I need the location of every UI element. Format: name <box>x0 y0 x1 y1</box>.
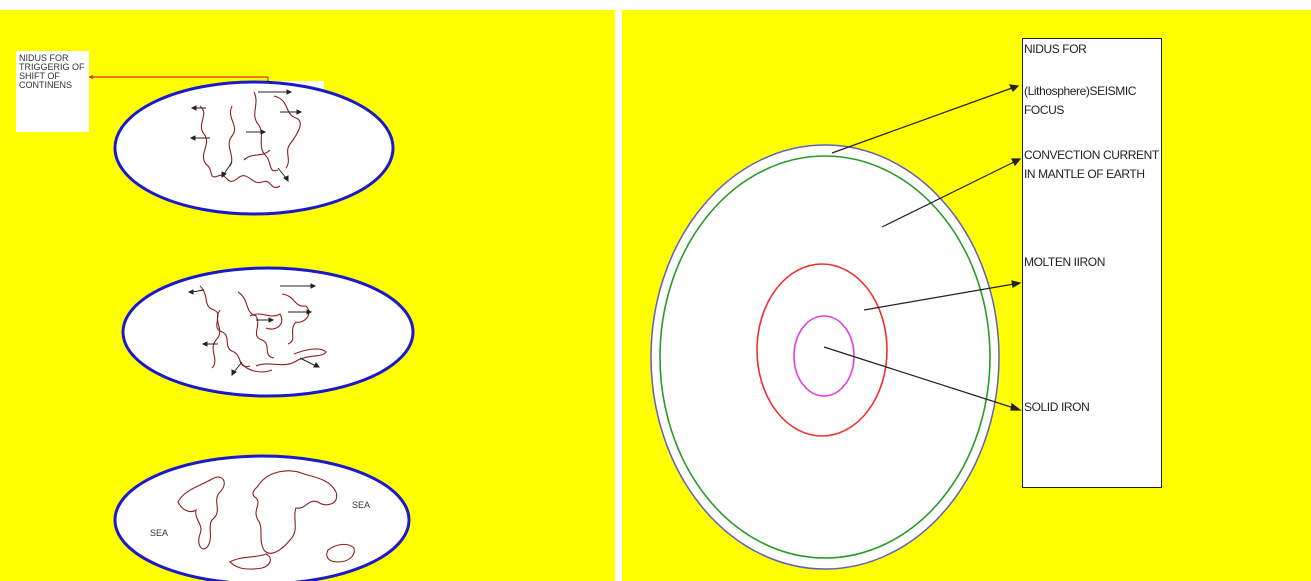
label-seismic-focus: (Lithosphere)SEISMIC FOCUS <box>1024 82 1154 120</box>
sea-label-east: SEA <box>352 500 370 510</box>
globe-present-continents <box>115 456 409 581</box>
globe-pangaea <box>115 82 393 214</box>
earth-structure-panel: NIDUS FOR (Lithosphere)SEISMIC FOCUS CON… <box>622 10 1311 581</box>
label-solid-iron: SOLID IRON <box>1024 398 1089 417</box>
label-nidus: NIDUS FOR <box>1024 40 1086 59</box>
leader-seismic <box>832 88 1012 153</box>
continental-drift-diagram <box>0 10 615 581</box>
earth-crust <box>651 145 999 569</box>
nidus-caption: NIDUS FOR TRIGGERIG OF SHIFT OF CONTINEN… <box>16 51 89 132</box>
label-convection-current: CONVECTION CURRENT IN MANTLE OF EARTH <box>1024 146 1160 184</box>
globe-breakup <box>123 268 413 396</box>
label-molten-iron: MOLTEN IIRON <box>1024 253 1105 272</box>
nidus-caption-text: NIDUS FOR TRIGGERIG OF SHIFT OF CONTINEN… <box>19 53 85 90</box>
earth-structure-diagram <box>622 10 1311 581</box>
sea-label-west: SEA <box>150 528 168 538</box>
continental-drift-panel: NIDUS FOR TRIGGERIG OF SHIFT OF CONTINEN… <box>0 10 615 581</box>
